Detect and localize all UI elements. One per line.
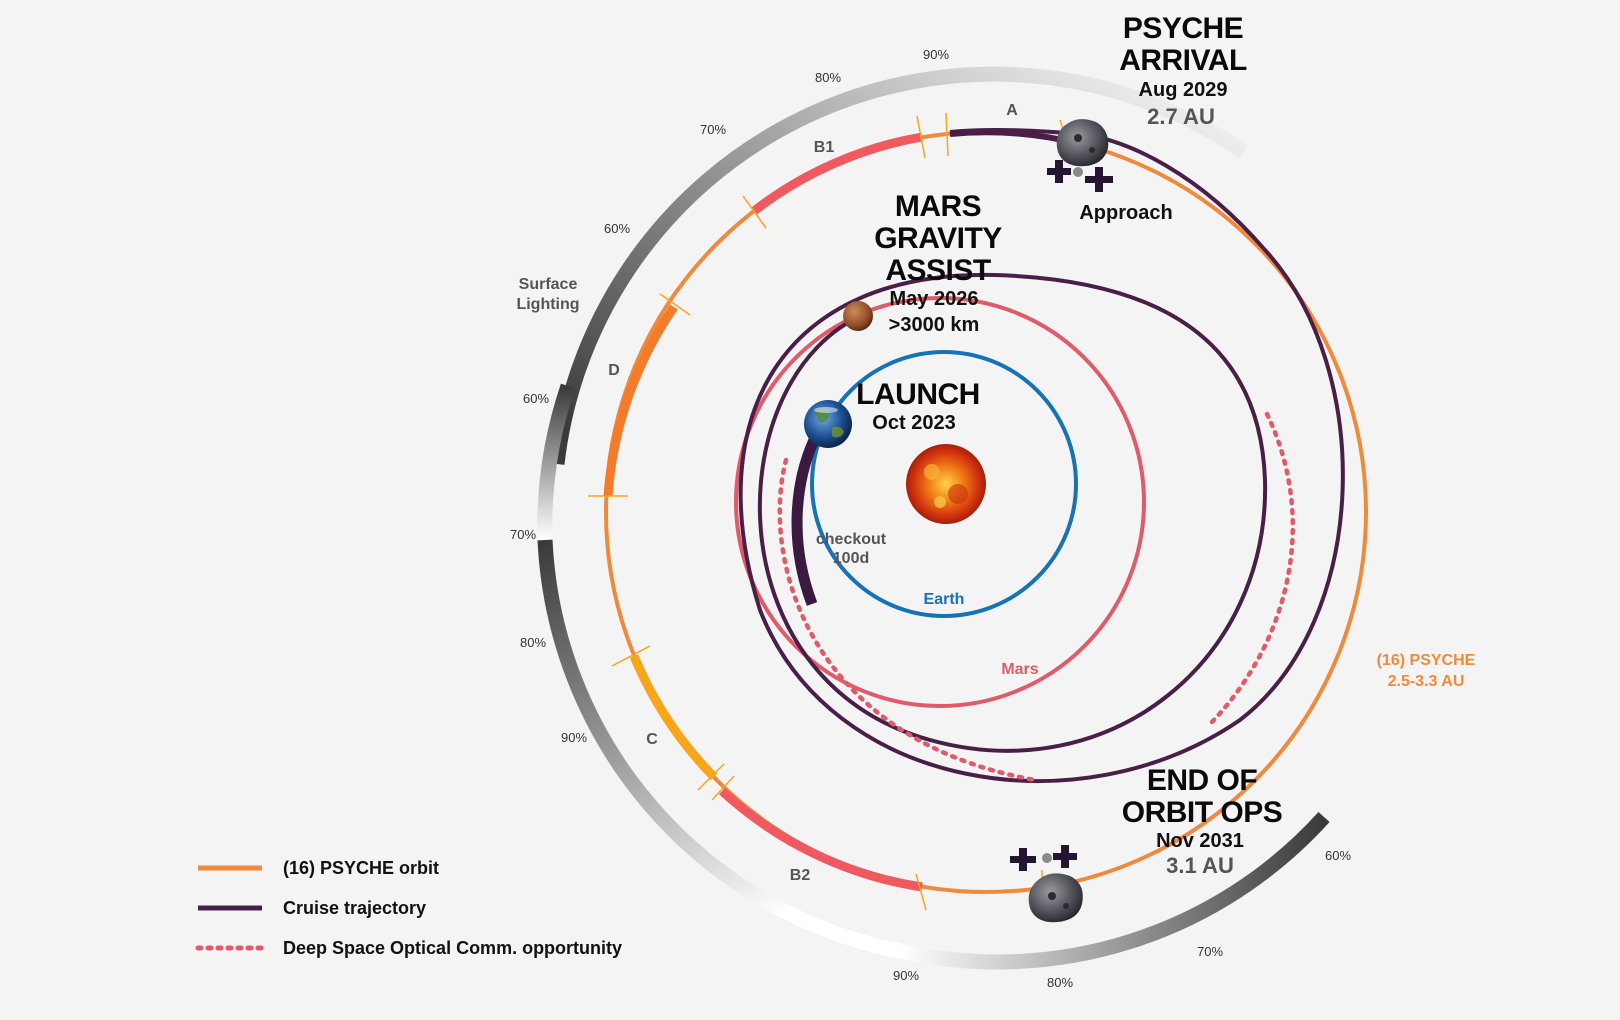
legend-optical-label: Deep Space Optical Comm. opportunity xyxy=(283,938,622,958)
arrival-title-line2: ARRIVAL xyxy=(1119,44,1247,77)
segment-c-arc xyxy=(629,654,718,781)
end-distance: 3.1 AU xyxy=(1166,853,1234,878)
pct-90-bottom: 90% xyxy=(893,968,919,983)
lighting-band-left-upper xyxy=(537,383,576,541)
pct-90-top: 90% xyxy=(923,47,949,62)
end-title-line2: ORBIT OPS xyxy=(1122,796,1283,829)
cruise-inner-arc xyxy=(758,273,1268,753)
mars-title-line1: MARS xyxy=(895,190,981,223)
launch-title: LAUNCH xyxy=(856,378,980,411)
asteroid-arrival-icon xyxy=(1056,119,1109,167)
asteroid-end-icon xyxy=(1028,873,1083,923)
pct-80-bottom: 80% xyxy=(1047,975,1073,990)
lighting-band-left-lower xyxy=(537,539,902,959)
pct-60-upper: 60% xyxy=(604,221,630,236)
lighting-band-end xyxy=(898,811,1330,970)
arrival-date: Aug 2029 xyxy=(1139,79,1228,101)
earth-orbit-label: Earth xyxy=(924,591,965,608)
segment-d-label: D xyxy=(608,362,620,379)
surface-lighting-label-line1: Surface xyxy=(519,276,578,293)
segment-ticks xyxy=(588,112,1071,911)
segment-b1-arc xyxy=(751,132,923,215)
spacecraft-approach-icon xyxy=(1047,160,1113,192)
mars-distance: >3000 km xyxy=(889,314,980,336)
approach-label: Approach xyxy=(1079,202,1172,224)
checkout-label-line2: 100d xyxy=(833,550,869,567)
segment-a-label: A xyxy=(1006,102,1018,119)
checkout-arc xyxy=(791,437,820,606)
mars-title-line2: GRAVITY xyxy=(874,222,1002,255)
pct-90-left: 90% xyxy=(561,730,587,745)
cruise-outer-arc xyxy=(738,128,1345,783)
optical-comm-arc-left xyxy=(777,457,1038,783)
arrival-title-line1: PSYCHE xyxy=(1123,12,1243,45)
pct-60-bottom: 60% xyxy=(1325,848,1351,863)
pct-70-left: 70% xyxy=(510,527,536,542)
segment-b2-arc xyxy=(718,787,923,892)
end-date: Nov 2031 xyxy=(1156,830,1244,852)
lighting-band-arrival xyxy=(549,66,1249,465)
segment-b1-label: B1 xyxy=(814,139,835,156)
surface-lighting-label-line2: Lighting xyxy=(516,296,579,313)
psyche-orbit-label-line2: 2.5-3.3 AU xyxy=(1388,673,1465,690)
launch-date: Oct 2023 xyxy=(872,412,955,434)
spacecraft-end-icon xyxy=(1010,845,1077,871)
mars-icon xyxy=(843,301,873,331)
pct-70-bottom: 70% xyxy=(1197,944,1223,959)
earth-icon xyxy=(804,400,852,448)
sun-icon xyxy=(906,444,986,524)
mars-orbit-label: Mars xyxy=(1001,661,1038,678)
legend-cruise-label: Cruise trajectory xyxy=(283,898,426,918)
legend-psyche-label: (16) PSYCHE orbit xyxy=(283,858,439,878)
mars-title-line3: ASSIST xyxy=(885,254,991,287)
segment-c-label: C xyxy=(646,731,658,748)
checkout-label-line1: checkout xyxy=(816,531,887,548)
arrival-distance: 2.7 AU xyxy=(1147,104,1215,129)
pct-60-left: 60% xyxy=(523,391,549,406)
pct-80-left: 80% xyxy=(520,635,546,650)
psyche-orbit-label-line1: (16) PSYCHE xyxy=(1377,652,1476,669)
earth-orbit xyxy=(810,350,1078,618)
pct-70-top: 70% xyxy=(700,122,726,137)
segment-b2-label: B2 xyxy=(790,867,811,884)
mars-date: May 2026 xyxy=(890,288,979,310)
end-title-line1: END OF xyxy=(1147,764,1258,797)
segment-d-arc xyxy=(603,304,678,497)
optical-comm-arc-right xyxy=(1209,411,1295,725)
mars-orbit xyxy=(734,296,1146,708)
legend: (16) PSYCHE orbit Cruise trajectory Deep… xyxy=(195,858,622,958)
pct-80-top: 80% xyxy=(815,70,841,85)
